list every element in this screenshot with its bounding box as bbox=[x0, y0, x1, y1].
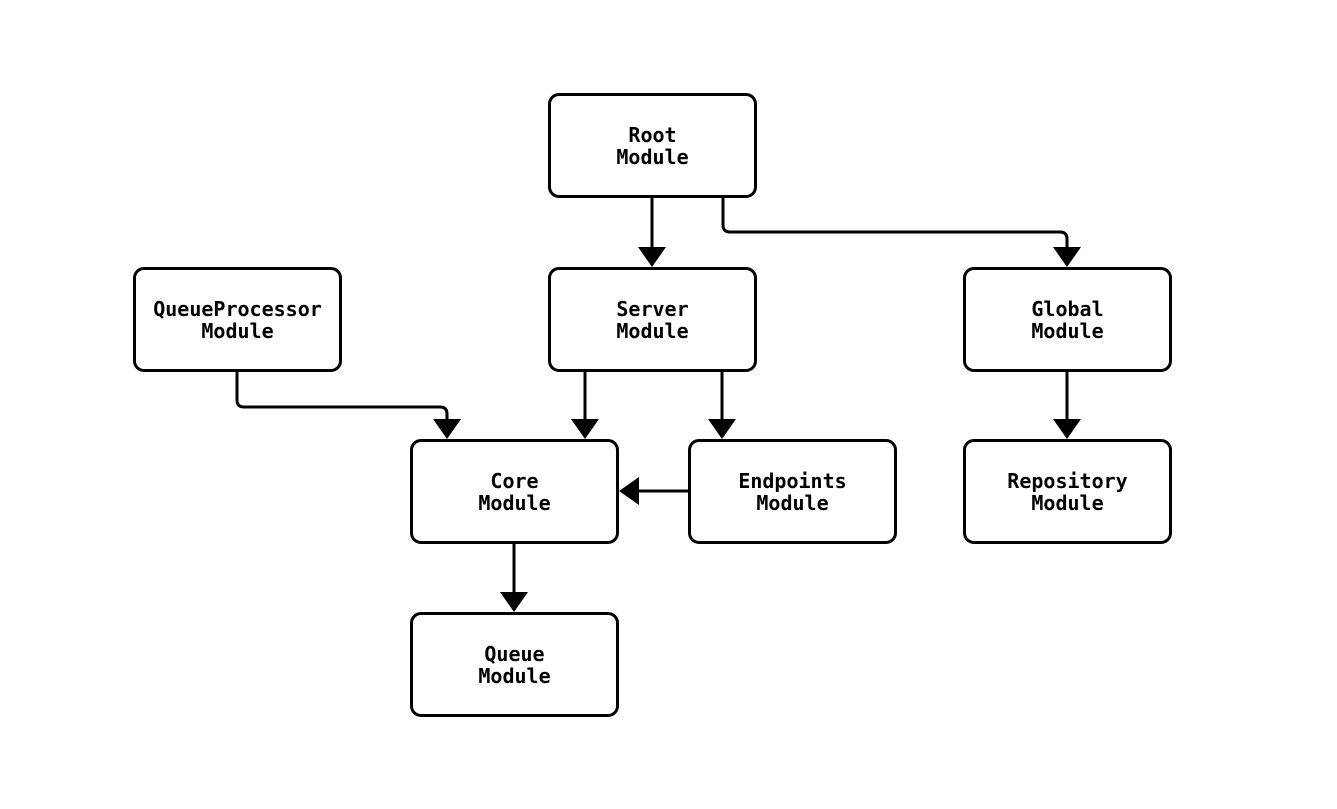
node-endpoints-module-label: Endpoints Module bbox=[738, 468, 847, 515]
edge-queueprocessor-to-core bbox=[235, 372, 449, 421]
node-server-module-label: Server Module bbox=[616, 296, 689, 343]
arrowhead-core-to-queue bbox=[500, 592, 528, 612]
arrowhead-endpoints-to-core bbox=[619, 477, 639, 505]
arrowhead-global-to-repository bbox=[1053, 419, 1081, 439]
node-global-module: Global Module bbox=[963, 267, 1172, 372]
arrowhead-server-to-endpoints bbox=[708, 419, 736, 439]
edge-root-to-global bbox=[721, 198, 1069, 249]
node-repository-module-label: Repository Module bbox=[1007, 468, 1128, 515]
node-core-module: Core Module bbox=[410, 439, 619, 544]
node-queueprocessor-module-label: QueueProcessor Module bbox=[153, 296, 322, 343]
arrowhead-queueprocessor-to-core bbox=[433, 419, 461, 439]
arrowhead-root-to-global bbox=[1053, 247, 1081, 267]
arrowhead-server-to-core bbox=[571, 419, 599, 439]
node-repository-module: Repository Module bbox=[963, 439, 1172, 544]
node-global-module-label: Global Module bbox=[1031, 296, 1104, 343]
arrowhead-root-to-server bbox=[638, 247, 666, 267]
node-queue-module-label: Queue Module bbox=[478, 641, 551, 688]
node-server-module: Server Module bbox=[548, 267, 757, 372]
node-root-module-label: Root Module bbox=[616, 122, 689, 169]
node-queue-module: Queue Module bbox=[410, 612, 619, 717]
node-queueprocessor-module: QueueProcessor Module bbox=[133, 267, 342, 372]
node-core-module-label: Core Module bbox=[478, 468, 551, 515]
node-endpoints-module: Endpoints Module bbox=[688, 439, 897, 544]
node-root-module: Root Module bbox=[548, 93, 757, 198]
